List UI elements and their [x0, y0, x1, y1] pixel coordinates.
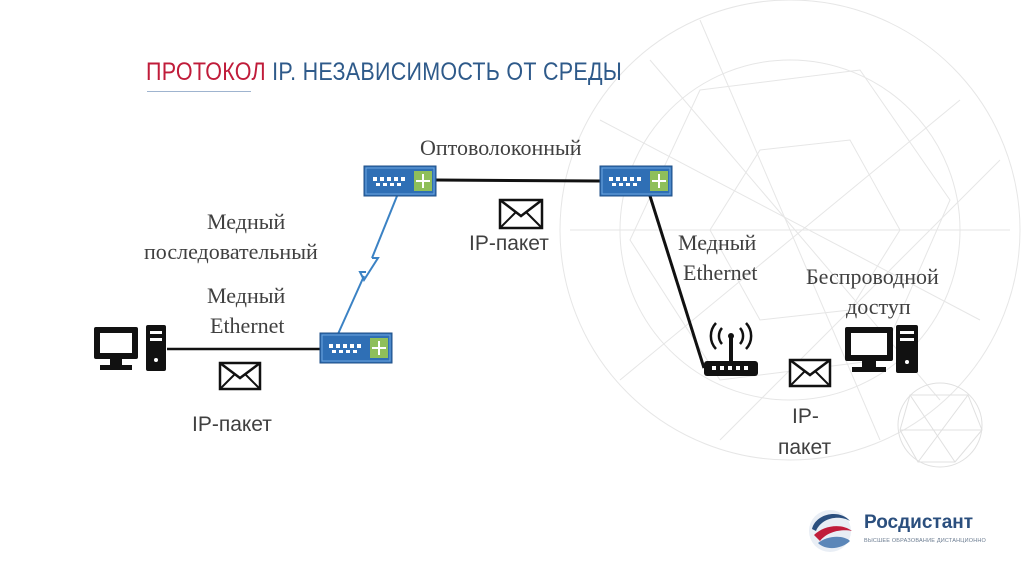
switch-icon [599, 165, 673, 197]
computer-icon [845, 325, 918, 373]
label-copper-serial-line2: последовательный [144, 239, 318, 264]
title-part-red: ПРОТОКОЛ [146, 58, 266, 86]
logo-emblem-icon [809, 510, 852, 552]
switch-icon [363, 165, 437, 197]
switch-icon [319, 332, 393, 364]
label-copper-ethernet-left-line2: Ethernet [210, 313, 285, 338]
label-packet-right-line1: IP- [792, 405, 819, 428]
label-packet-top: IP-пакет [469, 232, 549, 255]
label-copper-serial-line1: Медный [207, 209, 286, 234]
label-packet-left: IP-пакет [192, 413, 272, 436]
envelope-icon [218, 361, 262, 391]
slide-title: ПРОТОКОЛ IP. НЕЗАВИСИМОСТЬ ОТ СРЕДЫ [146, 58, 622, 87]
title-underline [147, 91, 251, 92]
title-part-blue: IP. НЕЗАВИСИМОСТЬ ОТ СРЕДЫ [272, 58, 623, 86]
logo-name: Росдистант [864, 512, 974, 533]
envelope-icon [788, 358, 832, 388]
logo-subtitle: ВЫСШЕЕ ОБРАЗОВАНИЕ ДИСТАНЦИОННО [864, 538, 987, 544]
wireless-router-icon [704, 322, 758, 376]
rosdistant-logo: Росдистант ВЫСШЕЕ ОБРАЗОВАНИЕ ДИСТАНЦИОН… [806, 505, 996, 555]
computer-icon [94, 325, 166, 371]
label-wireless-line2: доступ [846, 294, 911, 319]
label-copper-ethernet-right-line1: Медный [678, 230, 757, 255]
label-packet-right-line2: пакет [778, 436, 832, 459]
label-copper-ethernet-right-line2: Ethernet [683, 260, 758, 285]
label-copper-ethernet-left-line1: Медный [207, 283, 286, 308]
label-wireless-line1: Беспроводной [806, 264, 939, 289]
envelope-icon [498, 198, 544, 230]
link-serial [337, 195, 398, 335]
link-fiber [435, 178, 601, 183]
label-fiber: Оптоволоконный [420, 135, 582, 160]
link-ethernet-right [648, 195, 706, 369]
